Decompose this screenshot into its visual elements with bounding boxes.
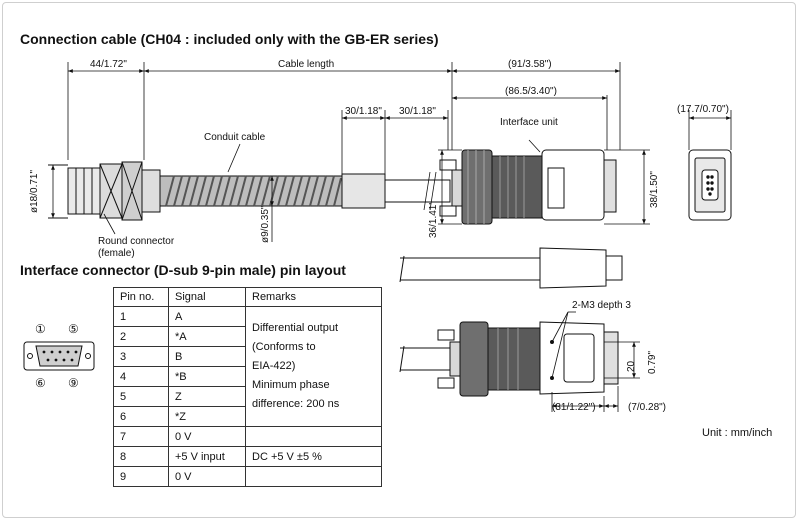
dim-phi9: ø9/0.35" bbox=[260, 205, 271, 243]
interface-unit-side bbox=[438, 139, 650, 225]
remarks-differential: Differential output (Conforms to EIA-422… bbox=[245, 306, 382, 427]
table-header-row: Pin no. Signal Remarks bbox=[113, 287, 382, 307]
dim-36: 36/1.41" bbox=[428, 201, 439, 238]
signal-cell: Z bbox=[168, 386, 246, 407]
dim-phi18: ø18/0.71" bbox=[29, 170, 40, 213]
pin-cell: 3 bbox=[113, 346, 169, 367]
signal-cell: +5 V input bbox=[168, 446, 246, 467]
dim-7: (7/0.28") bbox=[628, 402, 666, 413]
signal-cell: B bbox=[168, 346, 246, 367]
remarks-line: Differential output bbox=[252, 322, 339, 334]
pin-label-6: ⑥ bbox=[35, 376, 46, 390]
table-row: 3 B bbox=[113, 346, 382, 367]
pin-layout-title: Interface connector (D-sub 9-pin male) p… bbox=[20, 262, 346, 278]
table-row: 9 0 V bbox=[113, 466, 382, 487]
pin-cell: 6 bbox=[113, 406, 169, 427]
dim-38: 38/1.50" bbox=[649, 171, 660, 208]
signal-cell: *A bbox=[168, 326, 246, 347]
remarks-line: difference: 200 ns bbox=[252, 398, 340, 410]
signal-cell: *Z bbox=[168, 406, 246, 427]
remarks-line: Minimum phase bbox=[252, 379, 330, 391]
table-row: 6 *Z bbox=[113, 406, 382, 427]
table-row: 8 +5 V input DC +5 V ±5 % bbox=[113, 446, 382, 467]
interface-unit-end-view bbox=[688, 149, 732, 221]
unit-label: Unit : mm/inch bbox=[702, 427, 773, 439]
header-remarks: Remarks bbox=[245, 287, 382, 307]
pin-cell: 1 bbox=[113, 306, 169, 327]
table-row: 7 0 V bbox=[113, 426, 382, 447]
table-row: 1 A Differential output (Conforms to EIA… bbox=[113, 306, 382, 427]
dim-91: (91/3.58") bbox=[508, 59, 552, 70]
remarks-empty bbox=[245, 466, 382, 487]
dim-31: (31/1.22") bbox=[552, 402, 596, 413]
pin-cell: 5 bbox=[113, 386, 169, 407]
dim-079: 0.79" bbox=[647, 351, 658, 374]
connection-cable-title: Connection cable (CH04 : included only w… bbox=[20, 31, 439, 47]
signal-cell: 0 V bbox=[168, 426, 246, 447]
table-row: 4 *B bbox=[113, 366, 382, 387]
pin-label-5: ⑤ bbox=[68, 322, 79, 336]
dim-17: (17.7/0.70") bbox=[677, 104, 729, 115]
dim-20: 20 bbox=[626, 360, 637, 372]
pin-cell: 9 bbox=[113, 466, 169, 487]
m3-depth-label: 2-M3 depth 3 bbox=[572, 300, 631, 311]
interface-unit-label: Interface unit bbox=[500, 117, 558, 128]
remarks-line: (Conforms to bbox=[252, 341, 316, 353]
round-connector-label: Round connector bbox=[98, 236, 175, 247]
interface-unit-bottom-view bbox=[399, 311, 640, 412]
signal-cell: *B bbox=[168, 366, 246, 387]
dim-30-b: 30/1.18" bbox=[399, 106, 436, 117]
remarks-empty bbox=[245, 426, 382, 447]
pin-label-1: ① bbox=[35, 322, 46, 336]
dim-30-a: 30/1.18" bbox=[345, 106, 382, 117]
dsub-connector-face bbox=[23, 341, 95, 371]
conduit-cable-label: Conduit cable bbox=[204, 132, 266, 143]
header-signal: Signal bbox=[168, 287, 246, 307]
conduit-cable bbox=[159, 143, 451, 242]
pin-cell: 8 bbox=[113, 446, 169, 467]
dim-cable-length: Cable length bbox=[278, 59, 334, 70]
pin-label-9: ⑨ bbox=[68, 376, 79, 390]
interface-unit-top-view bbox=[399, 247, 623, 289]
pin-cell: 2 bbox=[113, 326, 169, 347]
pin-layout-table: Pin no. Signal Remarks 1 A Differential … bbox=[113, 287, 382, 487]
header-pin-no: Pin no. bbox=[113, 287, 169, 307]
dim-86: (86.5/3.40") bbox=[505, 86, 557, 97]
signal-cell: A bbox=[168, 306, 246, 327]
round-connector bbox=[48, 161, 161, 221]
signal-cell: 0 V bbox=[168, 466, 246, 487]
pin-cell: 7 bbox=[113, 426, 169, 447]
remarks-line: EIA-422) bbox=[252, 360, 296, 372]
dim-44: 44/1.72" bbox=[90, 59, 127, 70]
pin-cell: 4 bbox=[113, 366, 169, 387]
round-connector-label-2: (female) bbox=[98, 248, 135, 259]
remarks-power: DC +5 V ±5 % bbox=[245, 446, 382, 467]
